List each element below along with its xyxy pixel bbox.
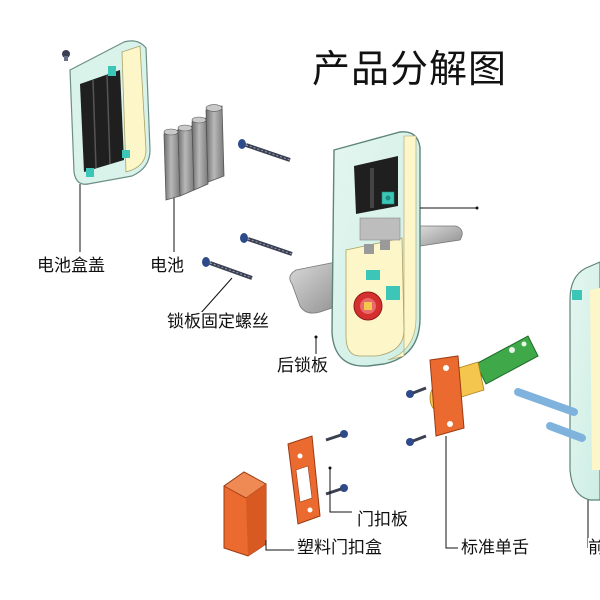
batteries: [163, 104, 225, 201]
small-screw-top: [62, 50, 70, 61]
long-screw-2: [240, 233, 293, 256]
spindle-bars: [514, 388, 586, 442]
small-screw-latch-2: [406, 434, 427, 446]
battery-cover: [69, 40, 151, 185]
long-screw-3: [202, 257, 253, 280]
label-rear-plate: 后锁板: [276, 356, 329, 376]
front-plate: [569, 261, 600, 501]
small-screw-latch-1: [406, 386, 427, 398]
small-screw-strike-1: [325, 430, 348, 442]
plastic-strike-box: [223, 471, 267, 557]
label-plastic-box: 塑料门扣盒: [296, 538, 383, 558]
label-front-truncated: 前: [588, 538, 600, 558]
strike-plate: [287, 435, 321, 525]
label-latch: 标准单舌: [460, 538, 530, 558]
long-screw-1: [238, 139, 291, 162]
standard-latch: [429, 335, 539, 437]
label-strike-plate: 门扣板: [356, 510, 409, 530]
label-battery: 电池: [149, 256, 185, 276]
small-screw-strike-2: [325, 484, 348, 496]
page-title: 产品分解图: [312, 47, 508, 91]
label-plate-screws: 锁板固定螺丝: [166, 312, 270, 332]
leader-lines: [79, 184, 589, 551]
label-battery-cover: 电池盒盖: [36, 256, 106, 276]
rear-plate: [289, 131, 463, 367]
